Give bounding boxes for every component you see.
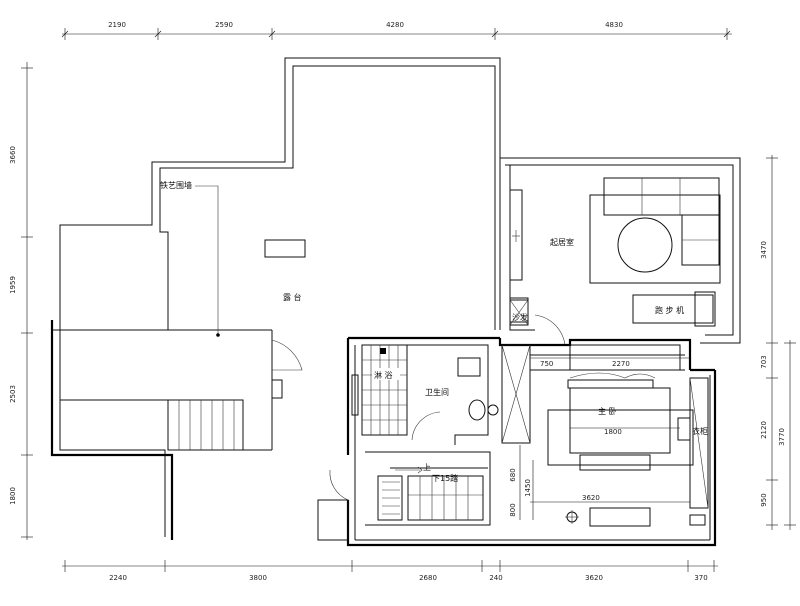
bottom-dimension-chain: 2240 3800 2680 240 3620 370 xyxy=(62,560,718,582)
left-wing xyxy=(50,320,303,540)
int-dim-3620: 3620 xyxy=(582,494,600,502)
treadmill: 跑 步 机 xyxy=(632,291,716,327)
bedroom-label: 主 卧 xyxy=(598,406,617,416)
living-door-swing xyxy=(534,314,566,346)
top-dimension-chain: 2190 2590 4280 4830 xyxy=(61,21,732,40)
top-dim-1: 2190 xyxy=(108,21,126,29)
vanity xyxy=(457,357,481,377)
top-dim-2: 2590 xyxy=(215,21,233,29)
interior-dimensions: 750 2270 1800 680 1450 800 3620 xyxy=(509,357,690,520)
bottom-dim-6: 370 xyxy=(694,574,707,582)
sofa-set xyxy=(589,177,721,284)
tv-cabinet xyxy=(509,189,523,281)
double-bed xyxy=(569,387,671,454)
toilet xyxy=(468,399,486,421)
bottom-dim-4: 240 xyxy=(489,574,502,582)
top-dim-3: 4280 xyxy=(386,21,404,29)
right-dim-1: 3470 xyxy=(760,241,768,259)
left-dimension-chain: 3660 1959 2503 1800 xyxy=(9,62,33,540)
bottom-dim-3: 2680 xyxy=(419,574,437,582)
left-dim-3: 2503 xyxy=(9,385,17,403)
exterior-steps xyxy=(167,399,244,451)
right-outer-dim: 3770 xyxy=(778,428,786,446)
headboard-wall-unit xyxy=(569,344,681,371)
staircase: 上 下15踏 xyxy=(317,451,491,541)
wardrobe xyxy=(689,377,709,509)
right-dim-3: 2120 xyxy=(760,421,768,439)
int-dim-800: 800 xyxy=(509,503,517,516)
living-room-label: 起居室 xyxy=(550,237,574,247)
int-dim-1800: 1800 xyxy=(604,428,622,436)
left-dim-2: 1959 xyxy=(9,276,17,294)
bottom-dim-1: 2240 xyxy=(109,574,127,582)
living-room: 起居室 跑 步 机 沙发 xyxy=(500,157,741,346)
bathroom-label: 卫生间 xyxy=(425,387,449,397)
stairs-up-label: 上 xyxy=(423,463,431,472)
fence-annotation: 铁艺围墙 xyxy=(160,180,220,337)
shower-label: 淋 浴 xyxy=(374,370,393,380)
iron-fence-label: 铁艺围墙 xyxy=(160,180,192,190)
house-walls xyxy=(346,336,717,547)
left-dim-4: 1800 xyxy=(9,487,17,505)
stair-door-swing xyxy=(329,469,349,501)
wardrobe-label: 衣柜 xyxy=(692,426,708,436)
bathroom: 淋 浴 卫生间 xyxy=(351,344,499,445)
int-dim-1450: 1450 xyxy=(524,479,532,497)
bottom-dim-2: 3800 xyxy=(249,574,267,582)
coffee-table xyxy=(617,217,673,273)
top-dim-4: 4830 xyxy=(605,21,623,29)
storage-cross xyxy=(501,299,531,444)
int-dim-2270: 2270 xyxy=(612,360,630,368)
int-dim-750: 750 xyxy=(540,360,553,368)
right-dimension-chain: 3470 703 2120 950 3770 xyxy=(760,155,796,530)
terrace-door-swing xyxy=(271,339,303,371)
right-dim-4: 950 xyxy=(760,493,768,506)
treadmill-label: 跑 步 机 xyxy=(655,305,684,315)
sofa-label: 沙发 xyxy=(512,312,528,322)
left-dim-1: 3660 xyxy=(9,146,17,164)
int-dim-680: 680 xyxy=(509,468,517,481)
stairs-down-label: 下15踏 xyxy=(432,473,458,483)
right-dim-2: 703 xyxy=(760,355,768,368)
dresser xyxy=(589,507,651,527)
terrace-label: 露 台 xyxy=(283,292,302,302)
master-bedroom: 主 卧 衣柜 xyxy=(530,344,709,527)
bathroom-door-swing xyxy=(411,411,441,441)
bottom-dim-5: 3620 xyxy=(585,574,603,582)
terrace-outline xyxy=(59,57,501,335)
